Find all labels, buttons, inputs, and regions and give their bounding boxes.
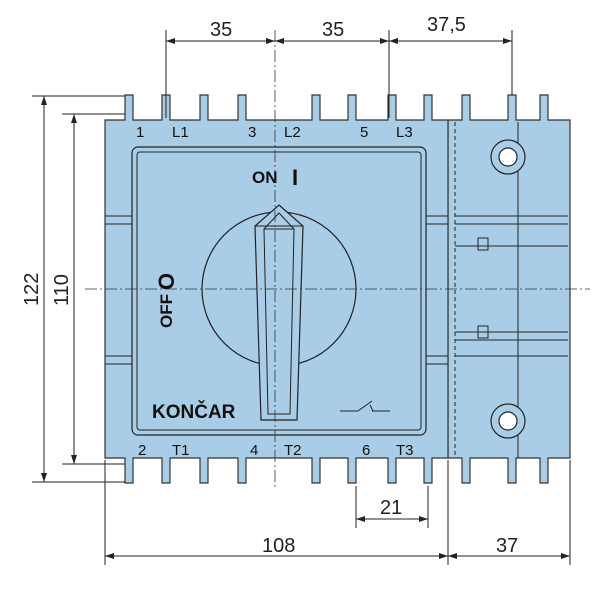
mounting-hole-icon xyxy=(490,139,526,175)
dimension-label: 37,5 xyxy=(427,14,466,36)
terminal-label: 1 xyxy=(136,124,144,141)
terminal-label: 2 xyxy=(138,442,146,459)
dimension-top: 35 35 37,5 xyxy=(165,14,513,118)
terminal-label: L2 xyxy=(284,124,301,141)
terminal-label: T2 xyxy=(284,442,302,459)
dimension-label: 37 xyxy=(496,535,518,557)
on-label: ON xyxy=(252,168,278,187)
terminal-labels-top: 1 L1 3 L2 5 L3 xyxy=(136,124,413,141)
mounting-hole-icon xyxy=(490,403,526,439)
rotary-handle[interactable] xyxy=(201,204,357,421)
terminal-labels-bottom: 2 T1 4 T2 6 T3 xyxy=(138,442,414,459)
dimension-label: 122 xyxy=(21,273,43,306)
off-label: OFF xyxy=(157,294,176,328)
terminal-label: 4 xyxy=(250,442,258,459)
terminal-label: T3 xyxy=(396,442,414,459)
terminal-label: L3 xyxy=(396,124,413,141)
dimension-label: 108 xyxy=(262,535,295,557)
on-symbol: I xyxy=(292,165,298,190)
terminal-label: 6 xyxy=(362,442,370,459)
dimension-label: 110 xyxy=(51,274,73,306)
terminal-label: T1 xyxy=(172,442,190,459)
dimension-label: 35 xyxy=(210,19,232,41)
off-symbol: O xyxy=(154,273,179,290)
terminal-label: L1 xyxy=(172,124,189,141)
terminal-label: 3 xyxy=(248,124,256,141)
terminal-label: 5 xyxy=(360,124,368,141)
dimension-label: 21 xyxy=(380,497,402,519)
dimension-bottom: 21 108 37 xyxy=(104,460,571,565)
switch-symbol-icon xyxy=(340,400,390,412)
dimension-label: 35 xyxy=(322,19,344,41)
brand-logo: KONČAR xyxy=(152,401,236,423)
dimension-left: 122 110 xyxy=(21,95,125,483)
